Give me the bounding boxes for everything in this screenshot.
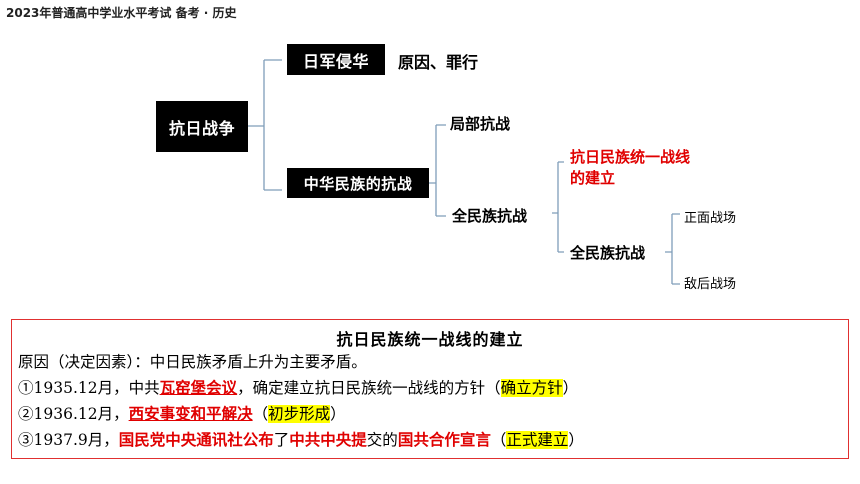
item1-end: ） [562, 379, 579, 397]
connector-n222 [665, 213, 680, 285]
item3-end: ） [568, 431, 584, 449]
panel-item-3: ③1937.9月，国民党中央通讯社公布了中共中央提交的国共合作宣言（正式建立） [18, 428, 584, 450]
connector-lines [248, 59, 680, 285]
node-united-front-line2: 的建立 [570, 169, 616, 187]
item3-mid2: 交的 [366, 431, 398, 449]
node-rear-battlefield: 敌后战场 [684, 277, 737, 292]
item2-red: 西安事变和平解决 [128, 404, 253, 423]
item3-mid1: 了 [273, 431, 290, 449]
panel-title: 抗日民族统一战线的建立 [336, 330, 524, 349]
item2-end: ） [330, 405, 346, 423]
item2-prefix: ②1936.12月， [18, 405, 129, 423]
item3-highlight: 正式建立 [506, 431, 569, 449]
panel-reason: 原因（决定因素）：中日民族矛盾上升为主要矛盾。 [18, 353, 367, 371]
item3-mid3: （ [490, 431, 507, 449]
connector-root [248, 59, 282, 191]
panel-item-1: ①1935.12月，中共瓦窑堡会议，确定建立抗日民族统一战线的方针（确立方针） [18, 376, 578, 398]
node-national-resistance-inner: 全民族抗战 [570, 244, 646, 262]
node-united-front: 抗日民族统一战线 的建立 [570, 147, 690, 189]
item3-red2: 中共中央提 [289, 430, 367, 449]
node-japan-invasion: 日军侵华 [287, 44, 385, 75]
item3-red1: 国民党中央通讯社公布 [118, 430, 274, 449]
node-national-resistance: 全民族抗战 [452, 207, 528, 225]
connector-n2 [429, 124, 446, 217]
node-partial-resistance: 局部抗战 [450, 115, 511, 133]
united-front-panel: 抗日民族统一战线的建立 原因（决定因素）：中日民族矛盾上升为主要矛盾。 ①193… [11, 319, 849, 459]
node-united-front-line1: 抗日民族统一战线 [570, 148, 691, 166]
item1-mid: ，确定建立抗日民族统一战线的方针（ [237, 379, 501, 397]
node-chinese-resistance: 中华民族的抗战 [287, 168, 429, 198]
node-japan-invasion-note: 原因、罪行 [398, 53, 479, 72]
item2-mid: （ [252, 405, 269, 423]
item2-highlight: 初步形成 [268, 405, 331, 423]
item1-highlight: 确立方针 [500, 379, 563, 397]
connector-n22 [552, 161, 564, 253]
page-header: 2023年普通高中学业水平考试 备考 · 历史 [6, 6, 237, 20]
node-root: 抗日战争 [156, 101, 248, 152]
item1-red: 瓦窑堡会议 [159, 378, 238, 397]
item1-prefix: ①1935.12月，中共 [18, 379, 160, 397]
item3-prefix: ③1937.9月， [18, 431, 119, 449]
node-front-battlefield: 正面战场 [684, 211, 737, 226]
panel-item-2: ②1936.12月，西安事变和平解决（初步形成） [18, 402, 346, 424]
item3-red3: 国共合作宣言 [397, 430, 491, 449]
